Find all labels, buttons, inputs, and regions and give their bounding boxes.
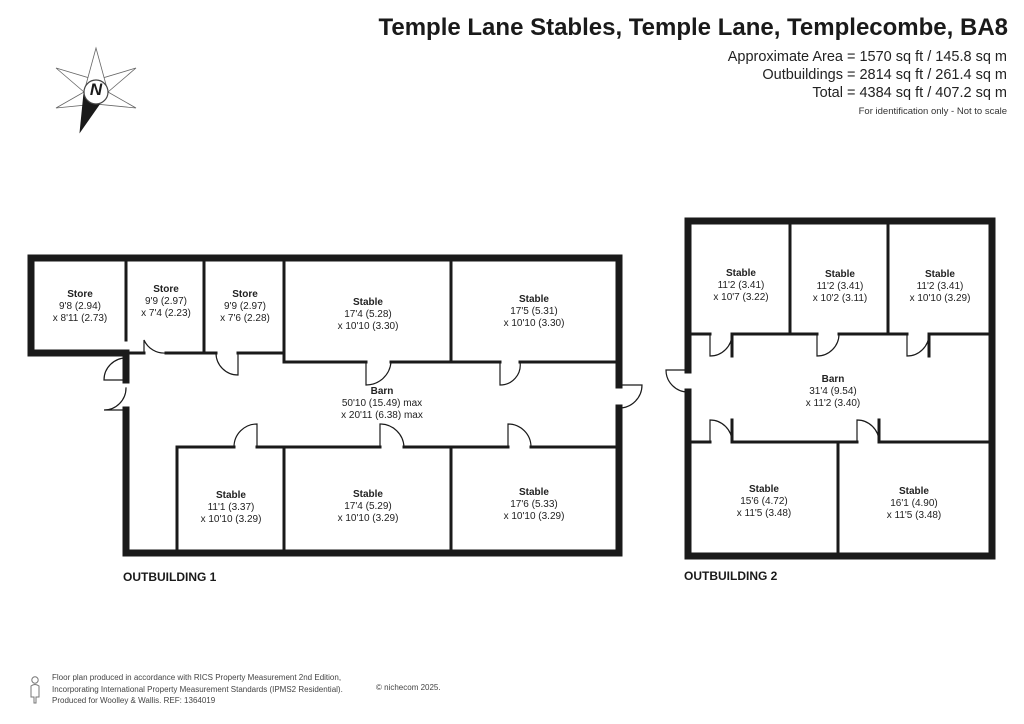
room-stable-2: Stable 17'5 (5.31) x 10'10 (3.30) [453, 294, 615, 330]
room-dim: x 11'5 (3.48) [736, 508, 792, 519]
footer-notes: Floor plan produced in accordance with R… [52, 672, 343, 707]
page-title: Temple Lane Stables, Temple Lane, Temple… [378, 14, 1008, 41]
room-store-2: Store 9'9 (2.97) x 7'4 (2.23) [128, 284, 204, 320]
room-dim: 17'5 (5.31) [510, 306, 558, 317]
room-dim: x 8'11 (2.73) [52, 313, 108, 324]
identification-note: For identification only - Not to scale [858, 106, 1007, 117]
room-dim: 17'4 (5.28) [344, 309, 392, 320]
room-dim: x 7'6 (2.28) [220, 313, 270, 324]
room-name: Store [153, 284, 179, 295]
room-name: Stable [352, 297, 383, 308]
room-stable-4: Stable 17'4 (5.29) x 10'10 (3.29) [286, 489, 450, 525]
room-dim: x 11'2 (3.40) [805, 398, 861, 409]
room-dim: 17'4 (5.29) [344, 501, 392, 512]
room-barn-2: Barn 31'4 (9.54) x 11'2 (3.40) [770, 374, 896, 410]
room-dim: x 7'4 (2.23) [141, 308, 191, 319]
outbuilding-1-doors [103, 339, 643, 448]
room-stable-1: Stable 17'4 (5.28) x 10'10 (3.30) [286, 297, 450, 333]
outbuilding-1-label: OUTBUILDING 1 [123, 570, 217, 584]
room-name: Stable [748, 484, 779, 495]
room-dim: 11'2 (3.41) [816, 281, 864, 292]
room-stable-9: Stable 15'6 (4.72) x 11'5 (3.48) [692, 484, 836, 520]
room-stable-5: Stable 17'6 (5.33) x 10'10 (3.29) [453, 487, 615, 523]
room-name: Stable [518, 487, 549, 498]
room-name: Barn [821, 374, 845, 385]
outbuildings-area: Outbuildings = 2814 sq ft / 261.4 sq m [762, 67, 1007, 83]
room-dim: x 10'10 (3.29) [337, 513, 399, 524]
room-dim: 9'8 (2.94) [59, 301, 101, 312]
room-store-3: Store 9'9 (2.97) x 7'6 (2.28) [206, 289, 284, 325]
outbuilding-2-doors [665, 333, 930, 443]
compass-rose-icon [55, 46, 137, 134]
person-logo-icon [30, 676, 40, 704]
footer-line: Floor plan produced in accordance with R… [52, 673, 342, 682]
room-dim: x 10'10 (3.29) [909, 293, 971, 304]
room-dim: 50'10 (15.49) max [341, 398, 423, 409]
room-name: Store [232, 289, 258, 300]
room-name: Stable [898, 486, 929, 497]
room-dim: x 20'11 (6.38) max [341, 410, 423, 421]
room-name: Barn [370, 386, 394, 397]
room-stable-10: Stable 16'1 (4.90) x 11'5 (3.48) [840, 486, 988, 522]
room-name: Store [67, 289, 93, 300]
total-area: Total = 4384 sq ft / 407.2 sq m [812, 85, 1007, 101]
room-stable-3: Stable 11'1 (3.37) x 10'10 (3.29) [179, 490, 283, 526]
room-dim: 9'9 (2.97) [145, 296, 187, 307]
room-dim: 11'2 (3.41) [916, 281, 964, 292]
footer-line: Produced for Woolley & Wallis. REF: 1364… [52, 696, 216, 705]
room-name: Stable [518, 294, 549, 305]
room-dim: 17'6 (5.33) [510, 499, 558, 510]
room-dim: 31'4 (9.54) [809, 386, 857, 397]
room-barn-1: Barn 50'10 (15.49) max x 20'11 (6.38) ma… [300, 386, 464, 422]
room-dim: 9'9 (2.97) [224, 301, 266, 312]
approximate-area: Approximate Area = 1570 sq ft / 145.8 sq… [727, 49, 1007, 65]
room-stable-7: Stable 11'2 (3.41) x 10'2 (3.11) [792, 269, 888, 305]
room-name: Stable [824, 269, 855, 280]
room-dim: x 10'10 (3.30) [337, 321, 399, 332]
room-dim: x 11'5 (3.48) [886, 510, 942, 521]
room-dim: 16'1 (4.90) [890, 498, 938, 509]
room-store-1: Store 9'8 (2.94) x 8'11 (2.73) [36, 289, 124, 325]
compass-north-label: N [89, 80, 103, 99]
room-dim: 11'2 (3.41) [717, 280, 765, 291]
room-dim: 15'6 (4.72) [740, 496, 788, 507]
room-dim: x 10'10 (3.30) [503, 318, 565, 329]
room-name: Stable [725, 268, 756, 279]
room-dim: 11'1 (3.37) [207, 502, 255, 513]
outbuilding-2-label: OUTBUILDING 2 [684, 569, 778, 583]
room-dim: x 10'10 (3.29) [503, 511, 565, 522]
room-name: Stable [352, 489, 383, 500]
room-name: Stable [924, 269, 955, 280]
room-dim: x 10'2 (3.11) [812, 293, 868, 304]
footer-line: Incorporating International Property Mea… [52, 684, 343, 694]
outbuilding-2-walls [684, 217, 996, 560]
room-stable-6: Stable 11'2 (3.41) x 10'7 (3.22) [692, 268, 790, 304]
room-name: Stable [215, 490, 246, 501]
room-dim: x 10'10 (3.29) [200, 514, 262, 525]
room-stable-8: Stable 11'2 (3.41) x 10'10 (3.29) [890, 269, 990, 305]
room-dim: x 10'7 (3.22) [713, 292, 769, 303]
footer-copyright: © nichecom 2025. [376, 683, 441, 692]
outbuilding-1-walls [27, 254, 623, 557]
